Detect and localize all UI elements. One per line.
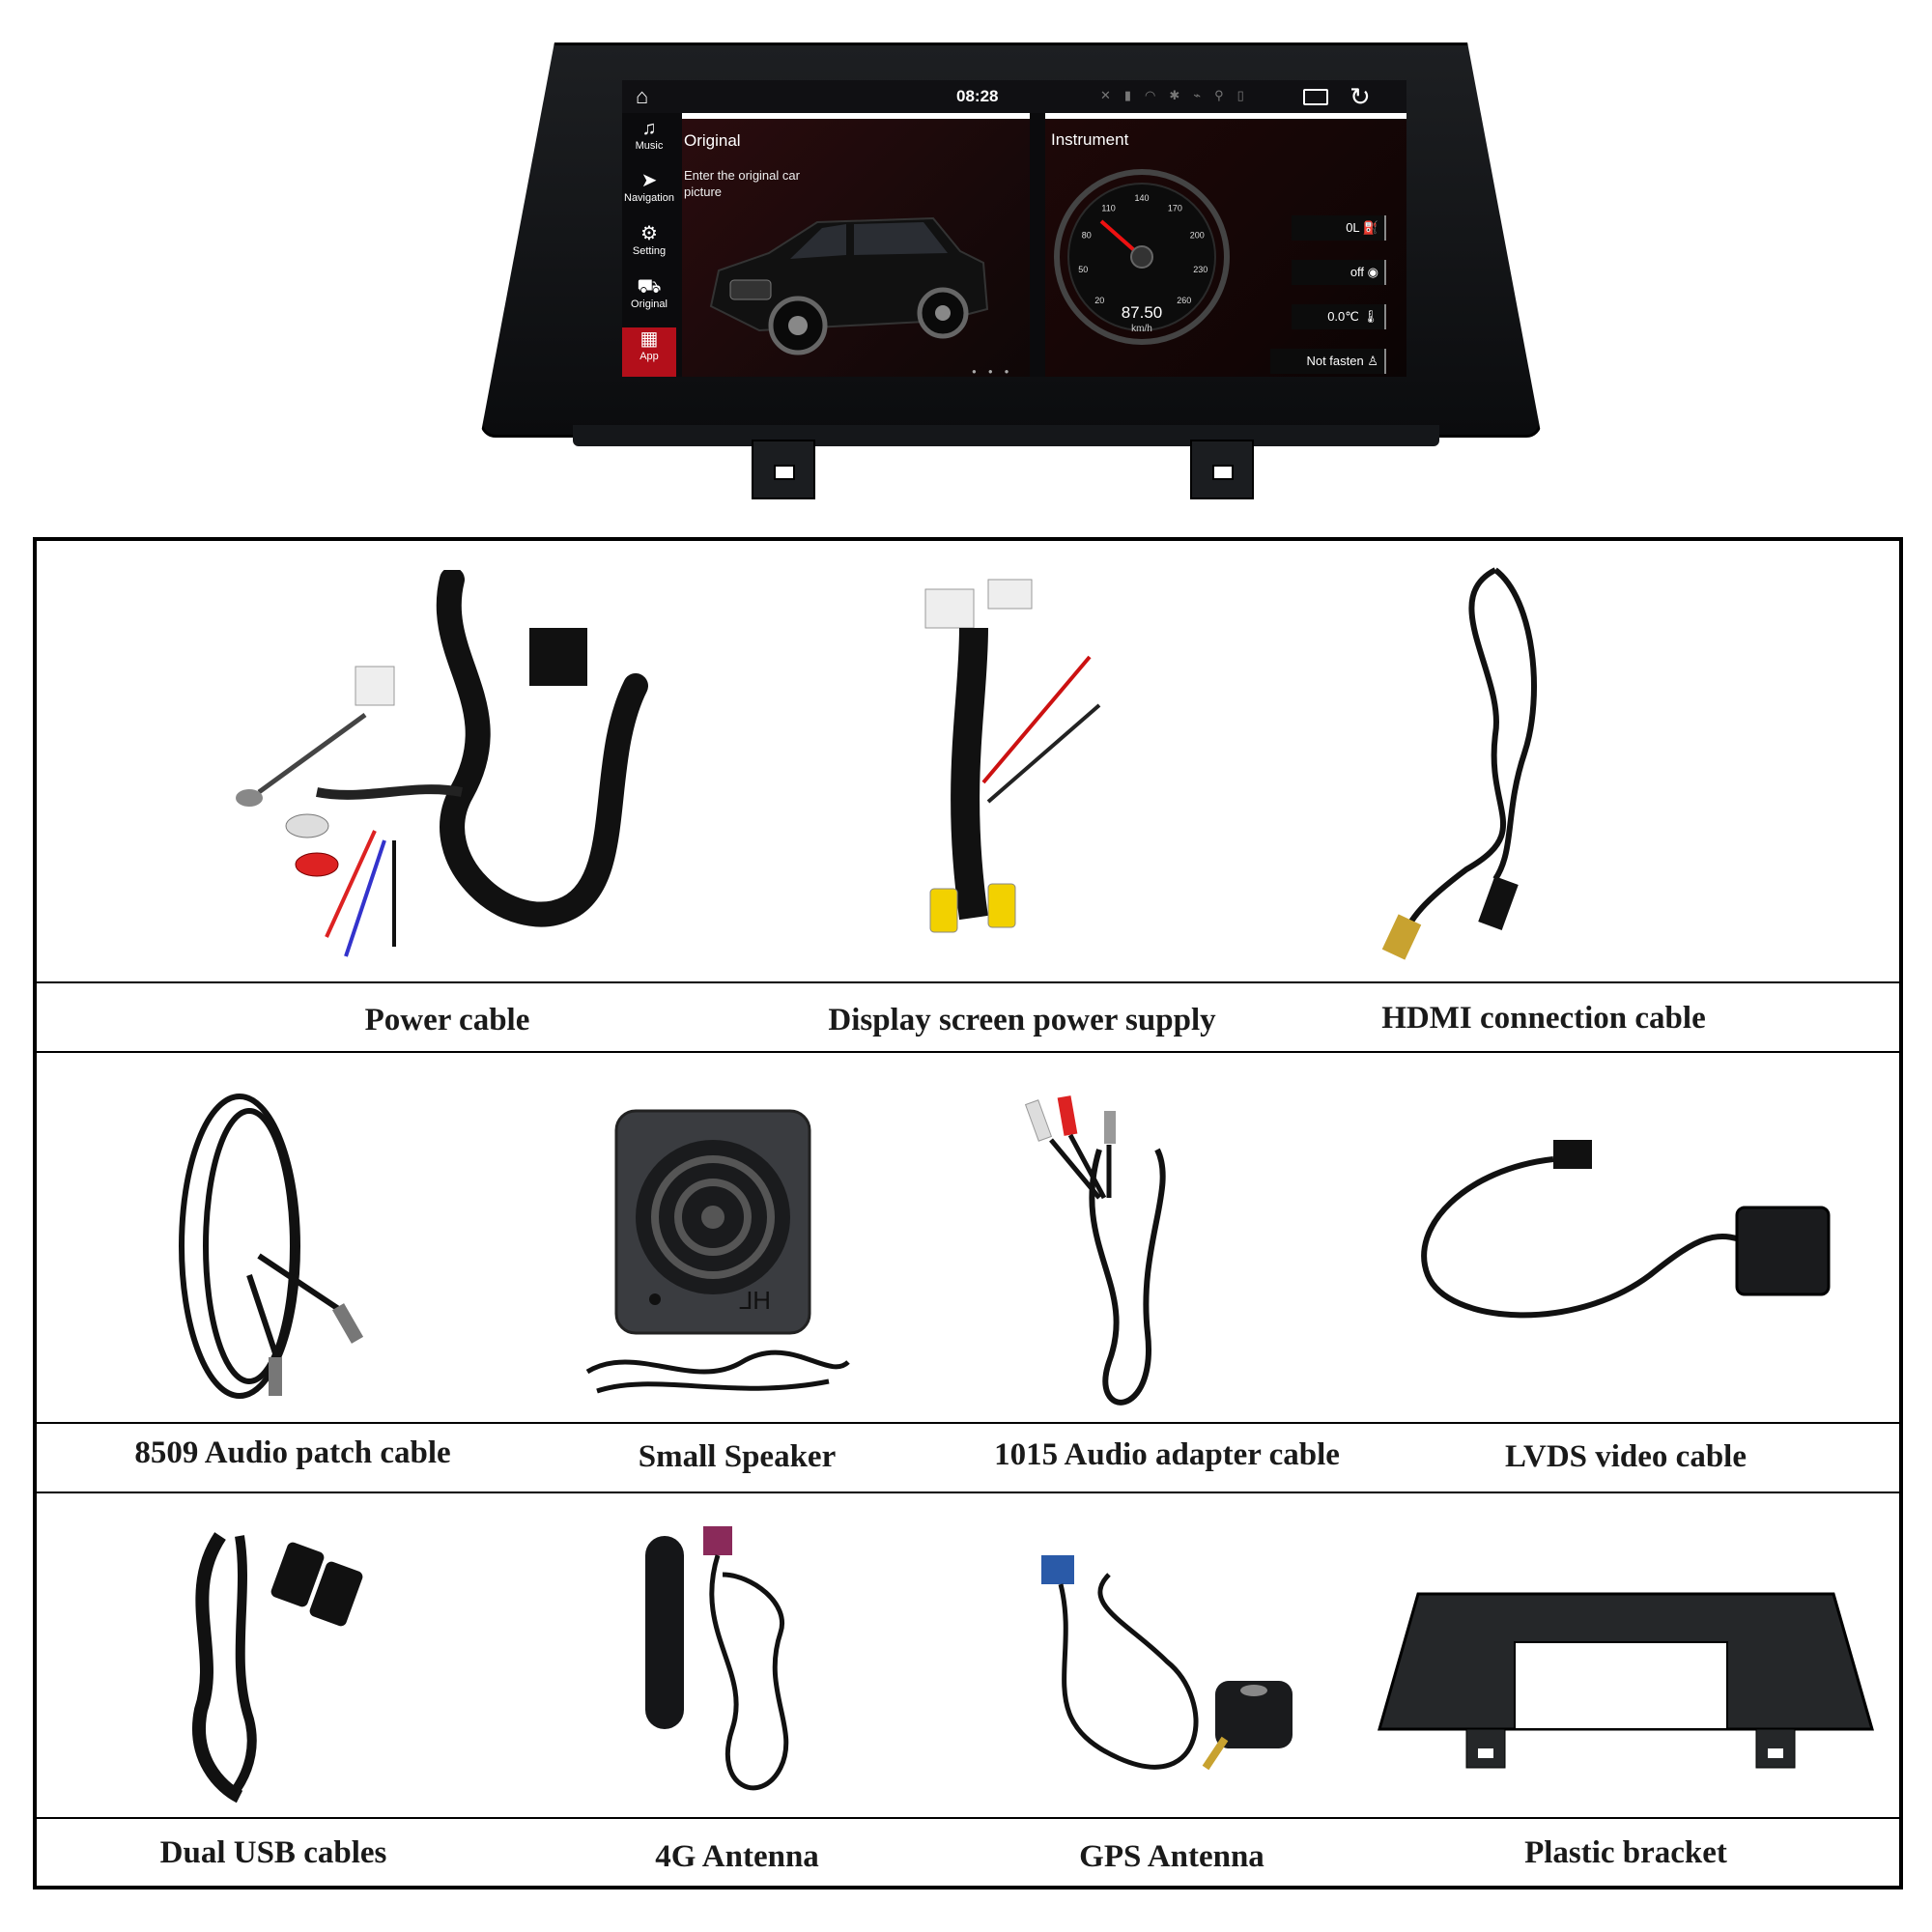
divider — [37, 1817, 1899, 1819]
plastic-bracket-image — [1378, 1592, 1874, 1769]
sidebar: ♫ Music ➤ Navigation ⚙ Setting ⛟ Origina… — [622, 113, 676, 377]
gauge-tick-label: 20 — [1094, 296, 1104, 305]
car-image — [709, 216, 989, 355]
gauge-tick-label: 200 — [1190, 230, 1205, 240]
back-icon[interactable]: ↻ — [1350, 82, 1371, 111]
gps-antenna-image — [1041, 1555, 1293, 1771]
infotainment-screen: ⌂ 08:28 ✕▮◠✱⌁⚲▯ ↻ ♫ Music ➤ Navigation ⚙… — [622, 80, 1406, 377]
gauge-tick-label: 80 — [1082, 230, 1092, 240]
label-4g-antenna: 4G Antenna — [655, 1839, 819, 1874]
app-grid-icon: ▦ — [639, 328, 659, 350]
clock-time: 08:28 — [956, 87, 999, 105]
gauge-tick-label: 230 — [1193, 265, 1208, 274]
gauge-tick-label: 170 — [1168, 203, 1182, 213]
seatbelt-readout: Not fasten ♙ — [1270, 349, 1386, 374]
speedometer-gauge: 20 50 80 110 140 170 200 230 260 87.50 km/h — [1054, 169, 1230, 345]
gauge-tick-label: 110 — [1101, 203, 1115, 213]
page-indicator: ●●● — [972, 367, 1021, 376]
label-plastic-bracket: Plastic bracket — [1524, 1835, 1727, 1870]
4g-antenna-image — [645, 1526, 789, 1791]
sidebar-item-app[interactable]: ▦ App — [622, 327, 676, 377]
speaker-mark: HL — [739, 1286, 771, 1315]
card-title: Instrument — [1051, 130, 1129, 149]
small-speaker-image: HL — [585, 1109, 850, 1394]
hdmi-cable-image — [1381, 567, 1537, 960]
label-power-cable: Power cable — [364, 1003, 530, 1037]
sidebar-item-setting[interactable]: ⚙ Setting — [622, 222, 676, 272]
label-display-power-supply: Display screen power supply — [828, 1003, 1216, 1037]
original-car-card[interactable]: Original Enter the original car picture — [682, 113, 1030, 377]
label-audio-adapter-cable: 1015 Audio adapter cable — [994, 1437, 1340, 1472]
label-lvds-cable: LVDS video cable — [1505, 1439, 1747, 1474]
navigation-icon: ➤ — [640, 170, 658, 191]
speed-value: 87.50 — [1122, 303, 1163, 322]
divider — [37, 1422, 1899, 1424]
audio-adapter-cable-image — [1024, 1095, 1166, 1406]
seatbelt-icon: ♙ — [1367, 354, 1378, 368]
card-top-bar — [682, 113, 1030, 119]
display-power-supply-image — [924, 579, 1101, 933]
thermometer-icon: 🌡 — [1362, 309, 1378, 324]
card-subtitle: Enter the original car picture — [684, 168, 800, 199]
recent-apps-icon[interactable] — [1303, 89, 1328, 105]
dual-usb-cables-image — [192, 1532, 363, 1804]
label-audio-patch-cable: 8509 Audio patch cable — [134, 1435, 451, 1470]
gear-icon: ⚙ — [640, 223, 658, 244]
brake-readout: off ◉ — [1292, 260, 1386, 285]
temperature-readout: 0.0℃ 🌡 — [1292, 304, 1386, 329]
divider — [37, 981, 1899, 983]
label-hdmi-cable: HDMI connection cable — [1381, 1001, 1706, 1036]
gauge-tick-label: 140 — [1134, 193, 1149, 203]
gauge-tick-label: 260 — [1177, 296, 1191, 305]
card-top-bar — [1045, 113, 1406, 119]
sidebar-item-original[interactable]: ⛟ Original — [622, 275, 676, 326]
lvds-cable-image — [1421, 1140, 1831, 1319]
gauge-tick-label: 50 — [1078, 265, 1088, 274]
speed-unit: km/h — [1131, 324, 1152, 334]
label-dual-usb-cables: Dual USB cables — [159, 1835, 387, 1870]
status-icons: ✕▮◠✱⌁⚲▯ — [1100, 88, 1258, 102]
audio-patch-cable-image — [179, 1094, 364, 1399]
mount-tab-right — [1190, 440, 1254, 499]
mount-tab-left — [752, 440, 815, 499]
head-unit-base — [573, 425, 1439, 446]
brake-icon: ◉ — [1367, 265, 1378, 279]
home-icon[interactable]: ⌂ — [636, 84, 649, 108]
instrument-card[interactable]: Instrument 20 50 80 110 140 170 200 230 260 87.5… — [1045, 113, 1406, 377]
sidebar-item-navigation[interactable]: ➤ Navigation — [622, 169, 676, 219]
label-small-speaker: Small Speaker — [638, 1439, 837, 1474]
power-cable-image — [236, 570, 648, 957]
fuel-icon: ⛽ — [1362, 220, 1378, 235]
status-bar: ⌂ 08:28 ✕▮◠✱⌁⚲▯ ↻ — [622, 80, 1406, 113]
car-icon: ⛟ — [637, 276, 662, 298]
label-gps-antenna: GPS Antenna — [1079, 1839, 1264, 1874]
sidebar-item-music[interactable]: ♫ Music — [622, 117, 676, 167]
accessories-table: HL Pow — [33, 537, 1903, 1889]
divider — [37, 1051, 1899, 1053]
card-title: Original — [684, 131, 741, 150]
fuel-readout: 0L ⛽ — [1292, 215, 1386, 241]
music-note-icon: ♫ — [641, 118, 657, 139]
divider — [37, 1492, 1899, 1493]
